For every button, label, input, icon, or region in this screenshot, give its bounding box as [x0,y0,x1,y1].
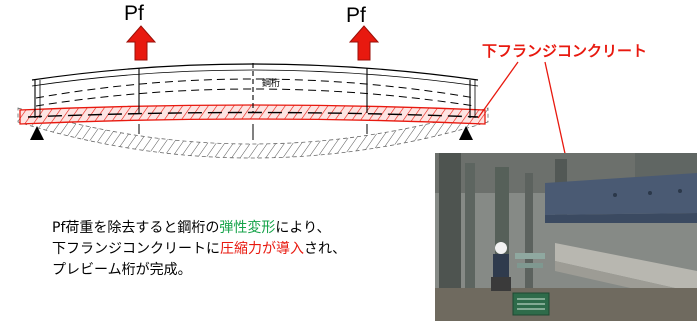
support-right [459,126,473,140]
steel-girder-label: 鋼桁 [262,79,281,89]
callout-lower-flange-concrete: 下フランジコンクリート [482,42,648,60]
description-line-3: プレビーム桁が完成。 [52,262,192,278]
photo-illustration [435,153,697,321]
load-arrow-right [348,25,380,61]
highlight-compression: 圧縮力が導入 [220,241,304,257]
deformed-mid-dashed [35,88,476,107]
support-left [30,126,44,140]
lower-flange-concrete [19,104,486,125]
description-line-1: Pf荷重を除去すると鋼桁の弾性変形により、 [52,220,331,236]
description-line-2: 下フランジコンクリートに圧縮力が導入され、 [52,241,347,257]
highlight-elastic-deformation: 弾性変形 [219,220,276,236]
lower-flange-hatched-deformed [17,107,489,159]
top-flange-line-2 [31,69,479,87]
load-label-left: Pf [124,2,144,25]
description-text: Pf荷重を除去すると鋼桁の弾性変形により、 下フランジコンクリートに圧縮力が導入… [52,218,432,281]
construction-site-photo [435,153,697,321]
load-arrow-left [125,25,157,61]
deformed-top-dashed [35,78,476,99]
flange-dashed-centerline [27,111,479,118]
load-label-right: Pf [346,4,366,27]
callout-leader-1 [477,61,519,119]
